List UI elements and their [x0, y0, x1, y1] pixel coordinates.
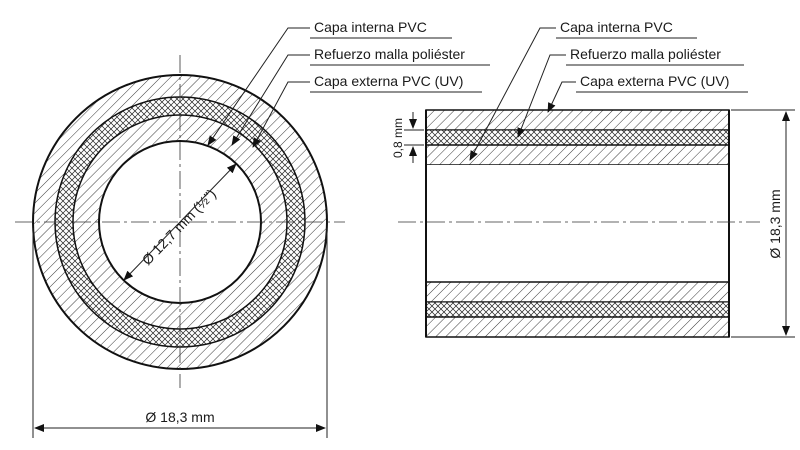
- inner-diameter-dimension-line: [123, 163, 237, 281]
- right-leaders: [469, 27, 576, 161]
- circular-section: Ø 12,7 mm (½") Ø 18,3 mm: [15, 55, 345, 438]
- outer-diameter-label-bottom: Ø 18,3 mm: [145, 409, 214, 425]
- left-label-reinforcement: Refuerzo malla poliéster: [314, 46, 465, 62]
- wall-thickness-label: 0,8 mm: [391, 118, 405, 158]
- right-label-reinforcement: Refuerzo malla poliéster: [570, 46, 721, 62]
- bottom-inner-pvc-band: [425, 281, 730, 303]
- bottom-outer-pvc-band: [425, 316, 730, 338]
- right-label-outer-layer: Capa externa PVC (UV): [580, 73, 729, 89]
- outer-diameter-label-side: Ø 18,3 mm: [767, 189, 783, 258]
- right-label-inner-layer: Capa interna PVC: [560, 19, 673, 35]
- top-mesh-band: [425, 129, 730, 146]
- longitudinal-section: Ø 18,3 mm 0,8 mm: [391, 109, 795, 338]
- left-labels: Capa interna PVC Refuerzo malla poliéste…: [310, 19, 490, 93]
- left-label-inner-layer: Capa interna PVC: [314, 19, 427, 35]
- bottom-mesh-band: [425, 301, 730, 318]
- left-label-outer-layer: Capa externa PVC (UV): [314, 73, 463, 89]
- top-inner-pvc-band: [425, 144, 730, 166]
- left-leaders: [207, 27, 310, 148]
- bore-longitudinal: [426, 165, 729, 282]
- top-outer-pvc-band: [425, 109, 730, 131]
- right-labels: Capa interna PVC Refuerzo malla poliéste…: [556, 19, 748, 93]
